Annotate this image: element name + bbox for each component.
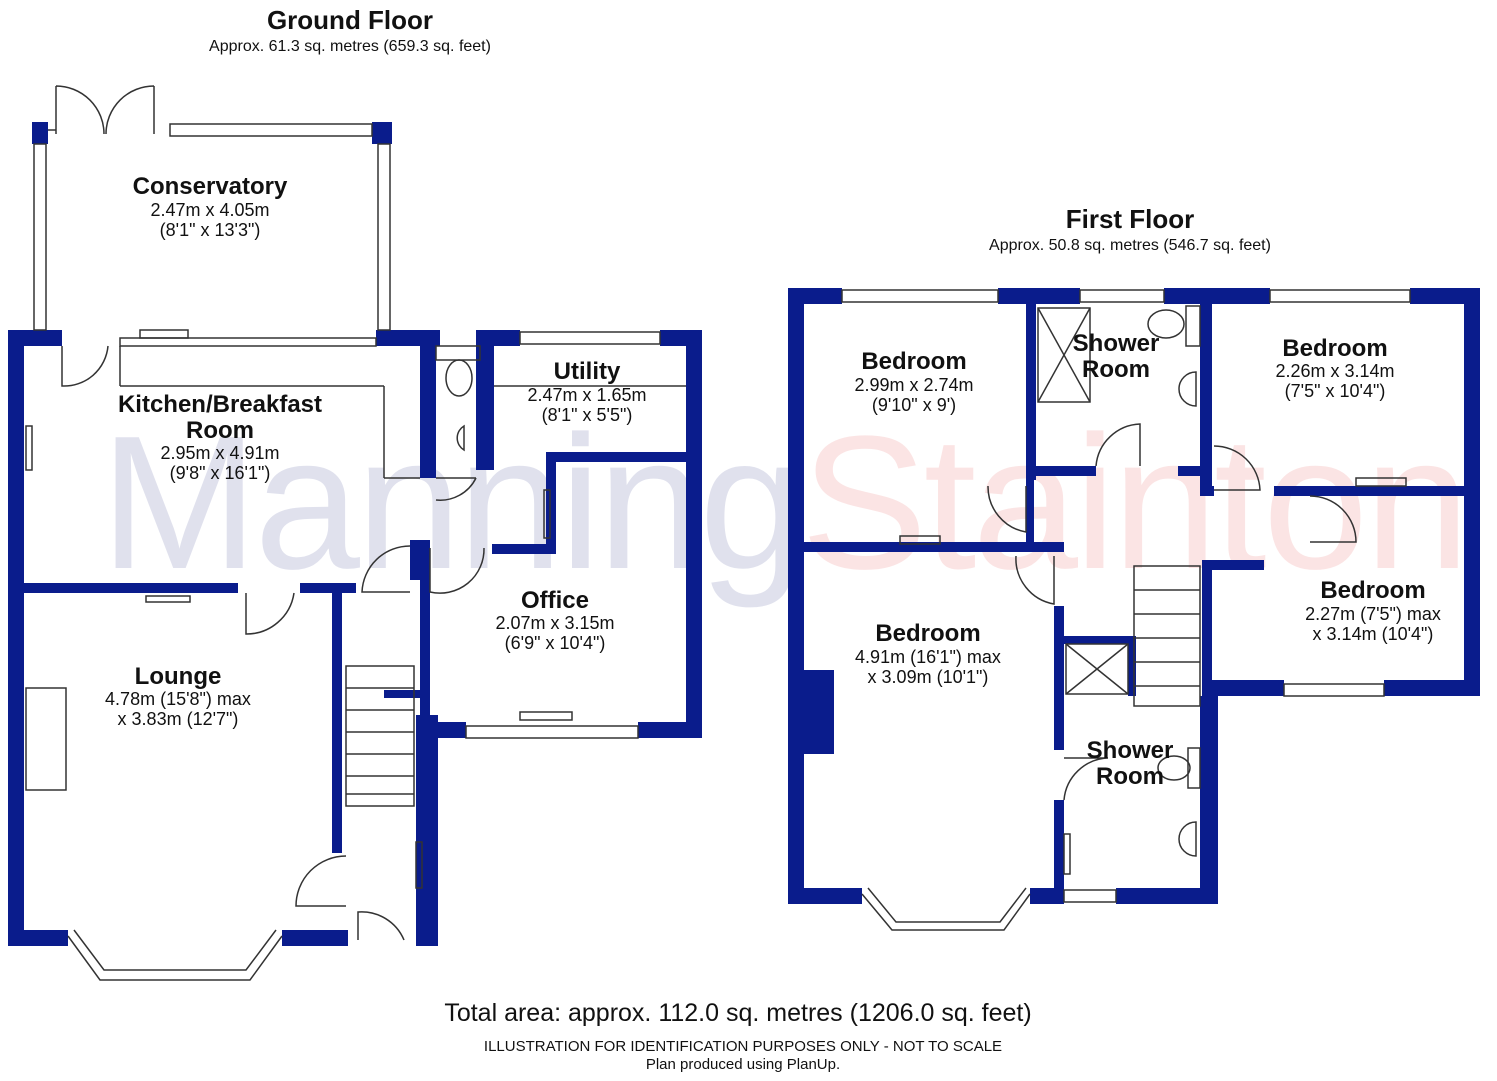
room-name-line-1: Shower	[1072, 330, 1160, 357]
room-dims-metric: 2.99m x 2.74m	[854, 375, 974, 395]
ground-floor-fixtures	[25, 85, 686, 981]
first-floor-title: First Floor	[1065, 204, 1195, 234]
room-dims-metric: 2.07m x 3.15m	[495, 613, 615, 633]
room-name-line-2: Room	[186, 417, 254, 444]
room-name-line-2: Room	[1096, 763, 1164, 790]
room-name: Bedroom	[861, 348, 967, 375]
first-floor-walls	[788, 288, 1480, 904]
disclaimer: ILLUSTRATION FOR IDENTIFICATION PURPOSES…	[483, 1038, 1003, 1055]
room-name: Bedroom	[1282, 335, 1388, 362]
room-name: Lounge	[134, 663, 222, 690]
total-area: Total area: approx. 112.0 sq. metres (12…	[444, 999, 1032, 1027]
ground-floor-walls	[8, 122, 702, 946]
room-name: Bedroom	[875, 620, 981, 647]
room-dims-imperial: (9'10" x 9')	[871, 395, 957, 415]
room-dims-imperial: (6'9" x 10'4")	[504, 633, 606, 653]
room-dims-imperial: x 3.09m (10'1")	[867, 667, 989, 687]
room-name: Bedroom	[1320, 577, 1426, 604]
room-name: Office	[520, 587, 589, 614]
first-floor-fixtures	[841, 289, 1411, 931]
room-dims-imperial: (8'1" x 13'3")	[159, 220, 261, 240]
room-name-line-1: Shower	[1086, 737, 1174, 764]
room-dims-metric: 2.95m x 4.91m	[160, 443, 280, 463]
room-dims-metric: 4.78m (15'8") max	[105, 689, 251, 709]
room-dims-metric: 4.91m (16'1") max	[855, 647, 1001, 667]
room-name-line-1: Kitchen/Breakfast	[117, 391, 323, 418]
room-dims-imperial: x 3.14m (10'4")	[1312, 624, 1434, 644]
first-floor-area: Approx. 50.8 sq. metres (546.7 sq. feet)	[989, 237, 1271, 254]
credit: Plan produced using PlanUp.	[645, 1056, 841, 1073]
room-name: Conservatory	[132, 173, 288, 200]
room-dims-imperial: (9'8" x 16'1")	[169, 463, 271, 483]
room-dims-metric: 2.47m x 1.65m	[527, 385, 647, 405]
ground-floor-area: Approx. 61.3 sq. metres (659.3 sq. feet)	[209, 38, 491, 55]
room-name-line-2: Room	[1082, 356, 1150, 383]
room-dims-metric: 2.26m x 3.14m	[1275, 361, 1395, 381]
room-dims-imperial: x 3.83m (12'7")	[117, 709, 239, 729]
room-name: Utility	[553, 358, 621, 385]
room-dims-metric: 2.27m (7'5") max	[1305, 604, 1441, 624]
ground-floor-title: Ground Floor	[266, 5, 434, 35]
room-dims-metric: 2.47m x 4.05m	[150, 200, 270, 220]
room-dims-imperial: (7'5" x 10'4")	[1284, 381, 1386, 401]
room-dims-imperial: (8'1" x 5'5")	[541, 405, 633, 425]
